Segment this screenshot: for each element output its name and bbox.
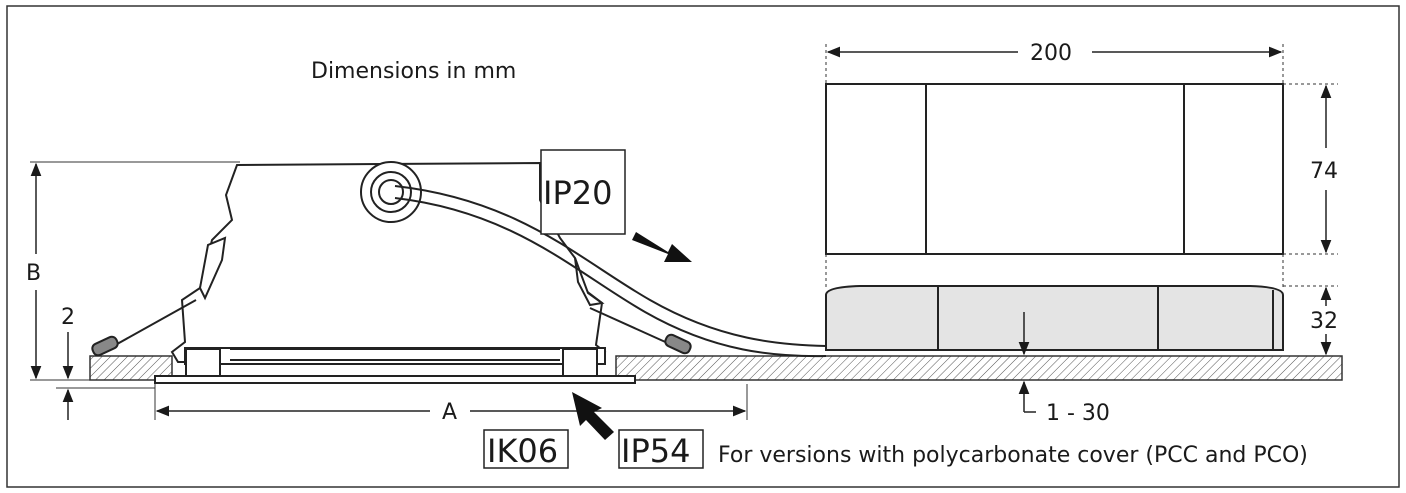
- thickness-range-dimension: 1 - 30: [1018, 312, 1110, 426]
- driver-base: [825, 285, 1284, 351]
- b-dimension: B: [26, 161, 240, 381]
- driver-box: [825, 83, 1284, 255]
- dimensions-caption: Dimensions in mm: [311, 59, 516, 84]
- trim-thickness-dimension: 2: [56, 305, 155, 420]
- ik-ip-arrow-icon: [572, 392, 614, 440]
- thickness-range-label: 1 - 30: [1046, 401, 1110, 426]
- ip20-arrow-icon: [632, 232, 692, 262]
- ik06-rating: IK06: [483, 429, 569, 470]
- height-label: 74: [1310, 159, 1338, 184]
- base-height-dimension: 32: [1310, 286, 1338, 356]
- trim-thickness-label: 2: [61, 305, 75, 330]
- b-label: B: [26, 261, 41, 286]
- ceiling-slab: [89, 355, 1343, 381]
- base-height-label: 32: [1310, 309, 1338, 334]
- power-cable: [394, 185, 827, 347]
- diagram-border: [6, 5, 1400, 488]
- a-label: A: [442, 400, 457, 425]
- ip54-label: IP54: [621, 432, 690, 470]
- height-dimension: 74: [1310, 84, 1338, 254]
- width-dimension: 200: [826, 41, 1283, 66]
- polycarbonate-footnote: For versions with polycarbonate cover (P…: [718, 443, 1308, 468]
- ip20-rating: IP20: [540, 149, 692, 262]
- downlight-body: [91, 161, 692, 384]
- ik06-label: IK06: [487, 432, 558, 470]
- ip54-rating: IP54: [618, 429, 704, 470]
- ip20-label: IP20: [543, 174, 612, 212]
- width-label: 200: [1030, 41, 1072, 66]
- a-dimension: A: [154, 384, 748, 425]
